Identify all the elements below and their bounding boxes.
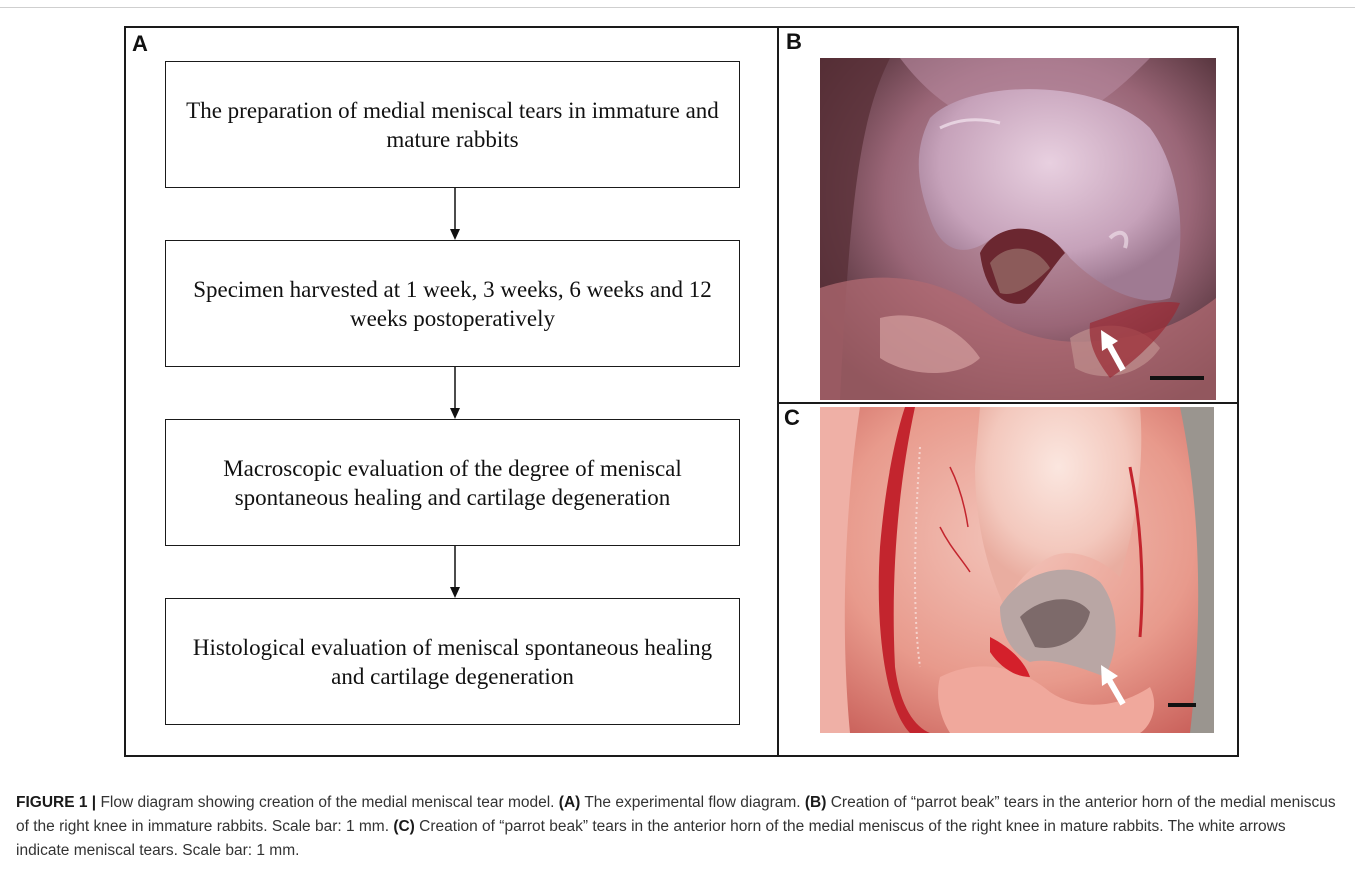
flow-step-3: Macroscopic evaluation of the degree of … <box>165 419 740 546</box>
panel-c-photo <box>820 407 1214 733</box>
panel-b-photo <box>820 58 1216 400</box>
flow-step-4-text: Histological evaluation of meniscal spon… <box>180 633 725 691</box>
caption-c-ref: (C) <box>393 818 415 835</box>
panel-divider-vertical <box>777 26 779 757</box>
flow-step-2: Specimen harvested at 1 week, 3 weeks, 6… <box>165 240 740 367</box>
flow-step-1: The preparation of medial meniscal tears… <box>165 61 740 188</box>
flow-step-3-text: Macroscopic evaluation of the degree of … <box>180 454 725 512</box>
panel-c-label: C <box>784 405 800 431</box>
flow-arrow-2 <box>449 367 461 419</box>
panel-b-label: B <box>786 29 802 55</box>
flow-arrow-3 <box>449 546 461 598</box>
caption-figure-label: FIGURE 1 | <box>16 794 96 811</box>
figure-caption: FIGURE 1 | Flow diagram showing creation… <box>16 791 1341 863</box>
panel-c-scale-bar <box>1168 703 1196 707</box>
flow-step-2-text: Specimen harvested at 1 week, 3 weeks, 6… <box>180 275 725 333</box>
flow-arrow-1 <box>449 188 461 240</box>
caption-a-text: The experimental flow diagram. <box>580 794 805 811</box>
caption-a-ref: (A) <box>559 794 581 811</box>
caption-intro: Flow diagram showing creation of the med… <box>96 794 559 811</box>
flow-step-4: Histological evaluation of meniscal spon… <box>165 598 740 725</box>
panel-a-label: A <box>132 31 148 57</box>
panel-divider-horizontal <box>778 402 1239 404</box>
panel-b-scale-bar <box>1150 376 1204 380</box>
caption-b-ref: (B) <box>805 794 827 811</box>
flow-step-1-text: The preparation of medial meniscal tears… <box>180 96 725 154</box>
page-top-rule <box>0 7 1355 8</box>
